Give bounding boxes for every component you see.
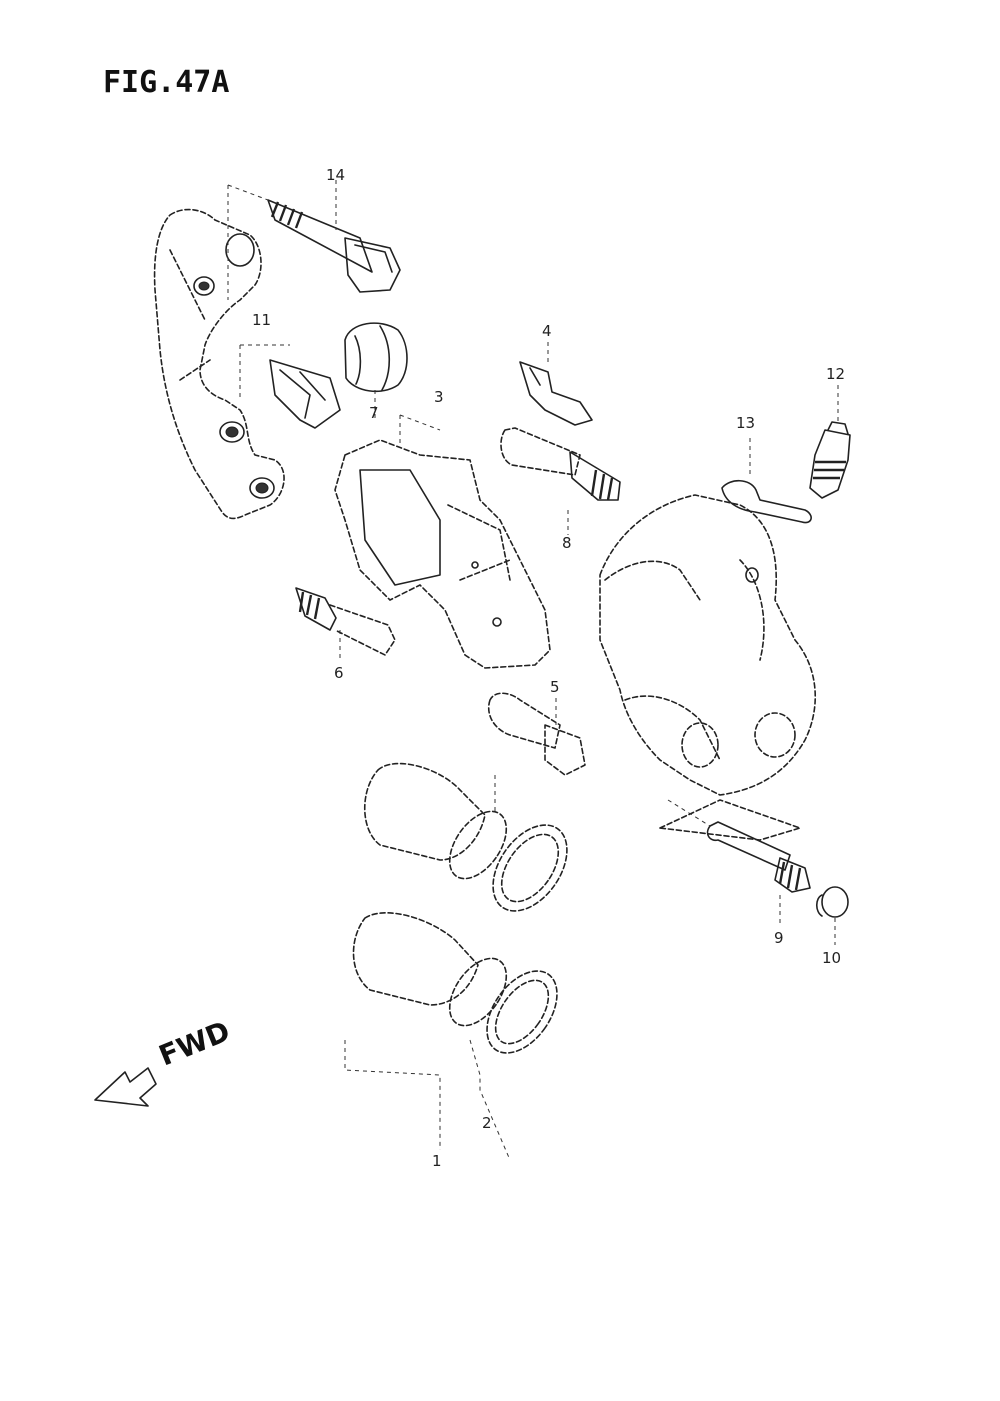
callout-3: 3 xyxy=(434,388,444,406)
pad-retainer-part-4 xyxy=(519,361,593,426)
piston-part-2-lower xyxy=(352,912,558,1054)
callout-7: 7 xyxy=(369,404,379,422)
caliper-body xyxy=(599,494,817,841)
bleeder-valve-part-12 xyxy=(809,421,851,499)
pin-bolt-part-9 xyxy=(706,821,811,893)
caliper-bracket xyxy=(153,208,285,520)
figure-title: FIG.47A xyxy=(103,65,229,100)
callout-4: 4 xyxy=(542,322,552,340)
plug-part-10 xyxy=(815,886,849,918)
guide-pin-part-5 xyxy=(488,692,586,776)
callout-1: 1 xyxy=(432,1152,442,1170)
boot-part-7 xyxy=(344,322,408,393)
callout-8: 8 xyxy=(562,534,572,552)
forward-arrow-icon xyxy=(94,1067,157,1107)
callout-11: 11 xyxy=(252,311,271,329)
callout-10: 10 xyxy=(822,949,841,967)
callout-9: 9 xyxy=(774,929,784,947)
bolt-part-14 xyxy=(267,199,401,293)
slide-pin-part-8 xyxy=(500,427,621,501)
brake-pad-part-3 xyxy=(334,439,551,669)
callout-6: 6 xyxy=(334,664,344,682)
callout-14: 14 xyxy=(326,166,345,184)
callout-13: 13 xyxy=(736,414,755,432)
pad-spring-part-11 xyxy=(269,359,341,429)
callout-12: 12 xyxy=(826,365,845,383)
slide-pin-part-6 xyxy=(295,587,396,656)
bleeder-cap-part-13 xyxy=(721,479,812,524)
fwd-label: FWD xyxy=(154,1014,234,1072)
callout-5: 5 xyxy=(550,678,560,696)
forward-direction-indicator: FWD xyxy=(94,1014,235,1107)
callout-2: 2 xyxy=(482,1114,492,1132)
piston-part-2-upper xyxy=(363,762,568,912)
